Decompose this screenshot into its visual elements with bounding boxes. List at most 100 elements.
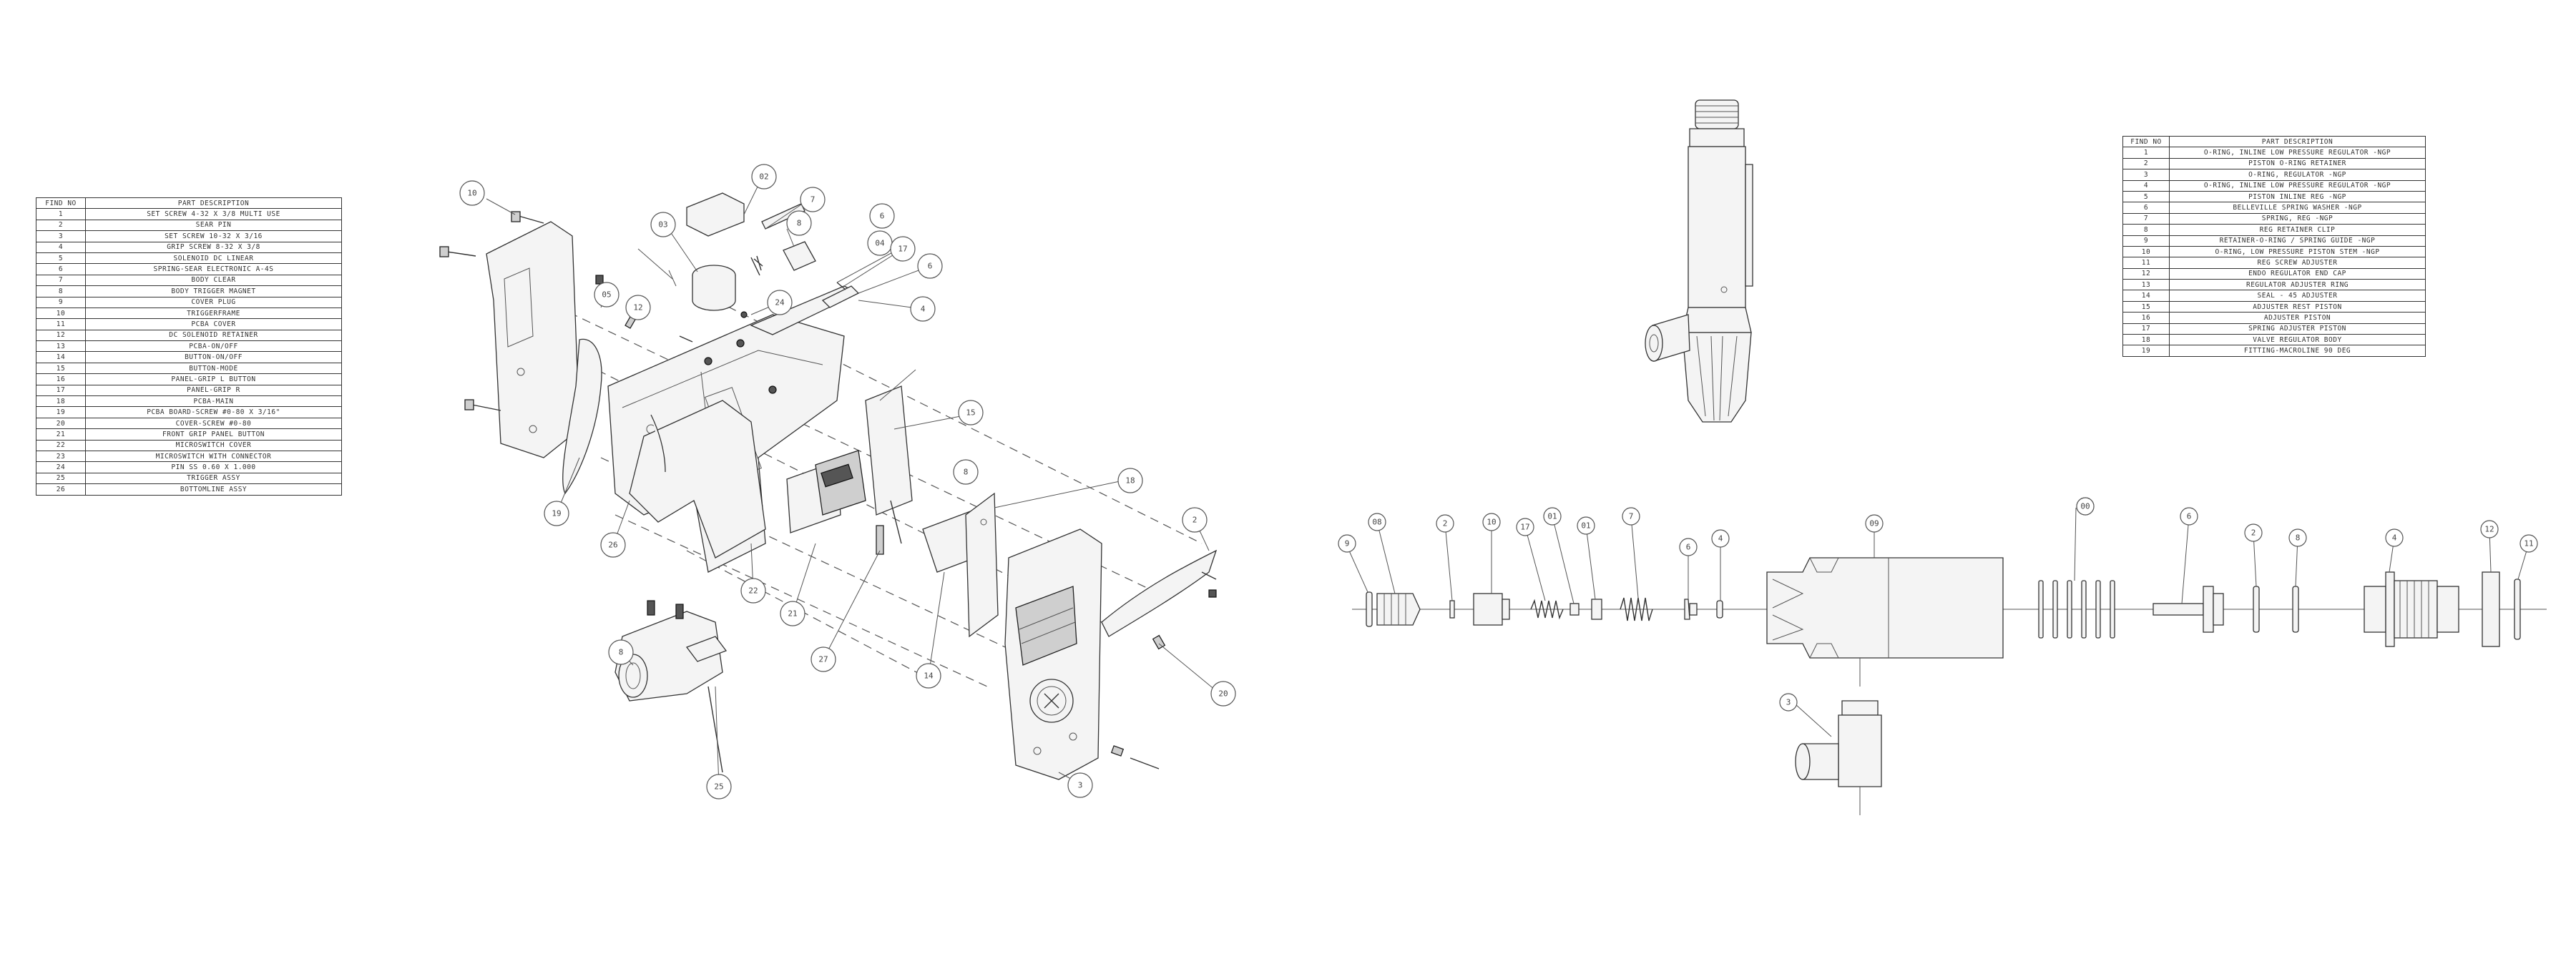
find-no-cell: 9: [36, 296, 86, 308]
left-callout: 6: [917, 253, 943, 279]
find-no-cell: 16: [36, 373, 86, 385]
callout-circle: [706, 774, 732, 800]
callout-circle: [600, 532, 626, 558]
find-no-cell: 11: [36, 318, 86, 330]
callout-number: 17: [898, 245, 907, 254]
description-cell: DC SOLENOID RETAINER: [85, 329, 342, 342]
description-cell: SPRING, REG -NGP: [2169, 212, 2426, 225]
callout-circle: [1865, 514, 1884, 533]
find-no-cell: 6: [36, 263, 86, 275]
description-cell: PANEL-GRIP R: [85, 384, 342, 397]
callout-number: 19: [552, 509, 561, 518]
find-no-cell: 2: [2122, 157, 2170, 170]
description-cell: PCBA COVER: [85, 318, 342, 330]
find-no-cell: 11: [2122, 257, 2170, 269]
find-no-cell: 23: [36, 450, 86, 463]
description-cell: MICROSWITCH WITH CONNECTOR: [85, 450, 342, 463]
description-cell: O-RING, INLINE LOW PRESSURE REGULATOR -N…: [2169, 179, 2426, 192]
callout-number: 01: [1581, 521, 1590, 531]
callout-circle: [625, 295, 651, 320]
callout-circle: [869, 203, 895, 229]
callout-circle: [917, 253, 943, 279]
callout-number: 7: [1629, 512, 1634, 521]
find-no-cell: 3: [2122, 169, 2170, 181]
callout-circle: [786, 210, 812, 236]
description-cell: BOTTOMLINE ASSY: [85, 483, 342, 496]
left-callout: 02: [751, 164, 777, 190]
callout-circle: [2076, 497, 2095, 516]
find-no-cell: 13: [2122, 279, 2170, 291]
callout-number: 3: [1786, 698, 1791, 707]
find-no-cell: 15: [2122, 300, 2170, 313]
callout-circle: [890, 236, 916, 262]
callout-circle: [1117, 468, 1143, 493]
left-callout: 21: [780, 601, 805, 626]
description-cell: SOLENOID DC LINEAR: [85, 252, 342, 265]
description-cell: O-RING, INLINE LOW PRESSURE REGULATOR -N…: [2169, 147, 2426, 159]
callout-number: 12: [633, 303, 642, 313]
left-callout: 15: [958, 400, 984, 425]
callout-number: 9: [1345, 539, 1350, 548]
left-callout: 19: [544, 501, 569, 526]
find-no-cell: 17: [36, 384, 86, 397]
trigger: [562, 338, 602, 495]
left-callout: 27: [810, 646, 836, 672]
callout-number: 26: [608, 541, 617, 550]
callout-circle: [1779, 693, 1798, 712]
callout-number: 12: [2484, 525, 2494, 534]
find-no-cell: 1: [2122, 147, 2170, 159]
description-cell: MICROSWITCH COVER: [85, 439, 342, 451]
right-callout: 08: [1368, 513, 1386, 531]
left-callout: 20: [1210, 681, 1236, 707]
description-cell: TRIGGERFRAME: [85, 307, 342, 320]
callout-number: 6: [2187, 512, 2192, 521]
callout-circle: [2244, 523, 2263, 542]
right-callout: 9: [1338, 534, 1356, 553]
callout-circle: [544, 501, 569, 526]
left-callout: 8: [953, 459, 979, 485]
left-callout: 17: [890, 236, 916, 262]
find-no-cell: 8: [36, 285, 86, 297]
find-no-cell: 14: [2122, 290, 2170, 302]
description-cell: PISTON INLINE REG -NGP: [2169, 190, 2426, 203]
description-cell: PANEL-GRIP L BUTTON: [85, 373, 342, 385]
description-cell: GRIP SCREW 8-32 X 3/8: [85, 241, 342, 253]
right-callout: 4: [1711, 529, 1730, 548]
right-callout: 01: [1577, 516, 1595, 535]
left-callout: 24: [767, 290, 793, 315]
description-cell: SPRING ADJUSTER PISTON: [2169, 323, 2426, 335]
left-callout: 7: [800, 187, 826, 212]
callout-circle: [650, 212, 676, 237]
callout-circle: [1436, 514, 1454, 533]
callout-circle: [1679, 538, 1698, 556]
callout-number: 4: [1718, 534, 1723, 543]
callout-number: 8: [964, 468, 969, 477]
regulator-exploded-view: [1352, 557, 2547, 815]
description-cell: BUTTON-ON/OFF: [85, 351, 342, 363]
callout-number: 4: [2392, 533, 2397, 543]
right-callout: 17: [1516, 518, 1534, 536]
find-no-cell: 26: [36, 483, 86, 496]
find-no-cell: 14: [36, 351, 86, 363]
callout-number: 6: [928, 262, 933, 271]
left-callout: 18: [1117, 468, 1143, 493]
right-callout: 00: [2076, 497, 2095, 516]
description-cell: SET SCREW 4-32 X 3/8 MULTI USE: [85, 208, 342, 220]
